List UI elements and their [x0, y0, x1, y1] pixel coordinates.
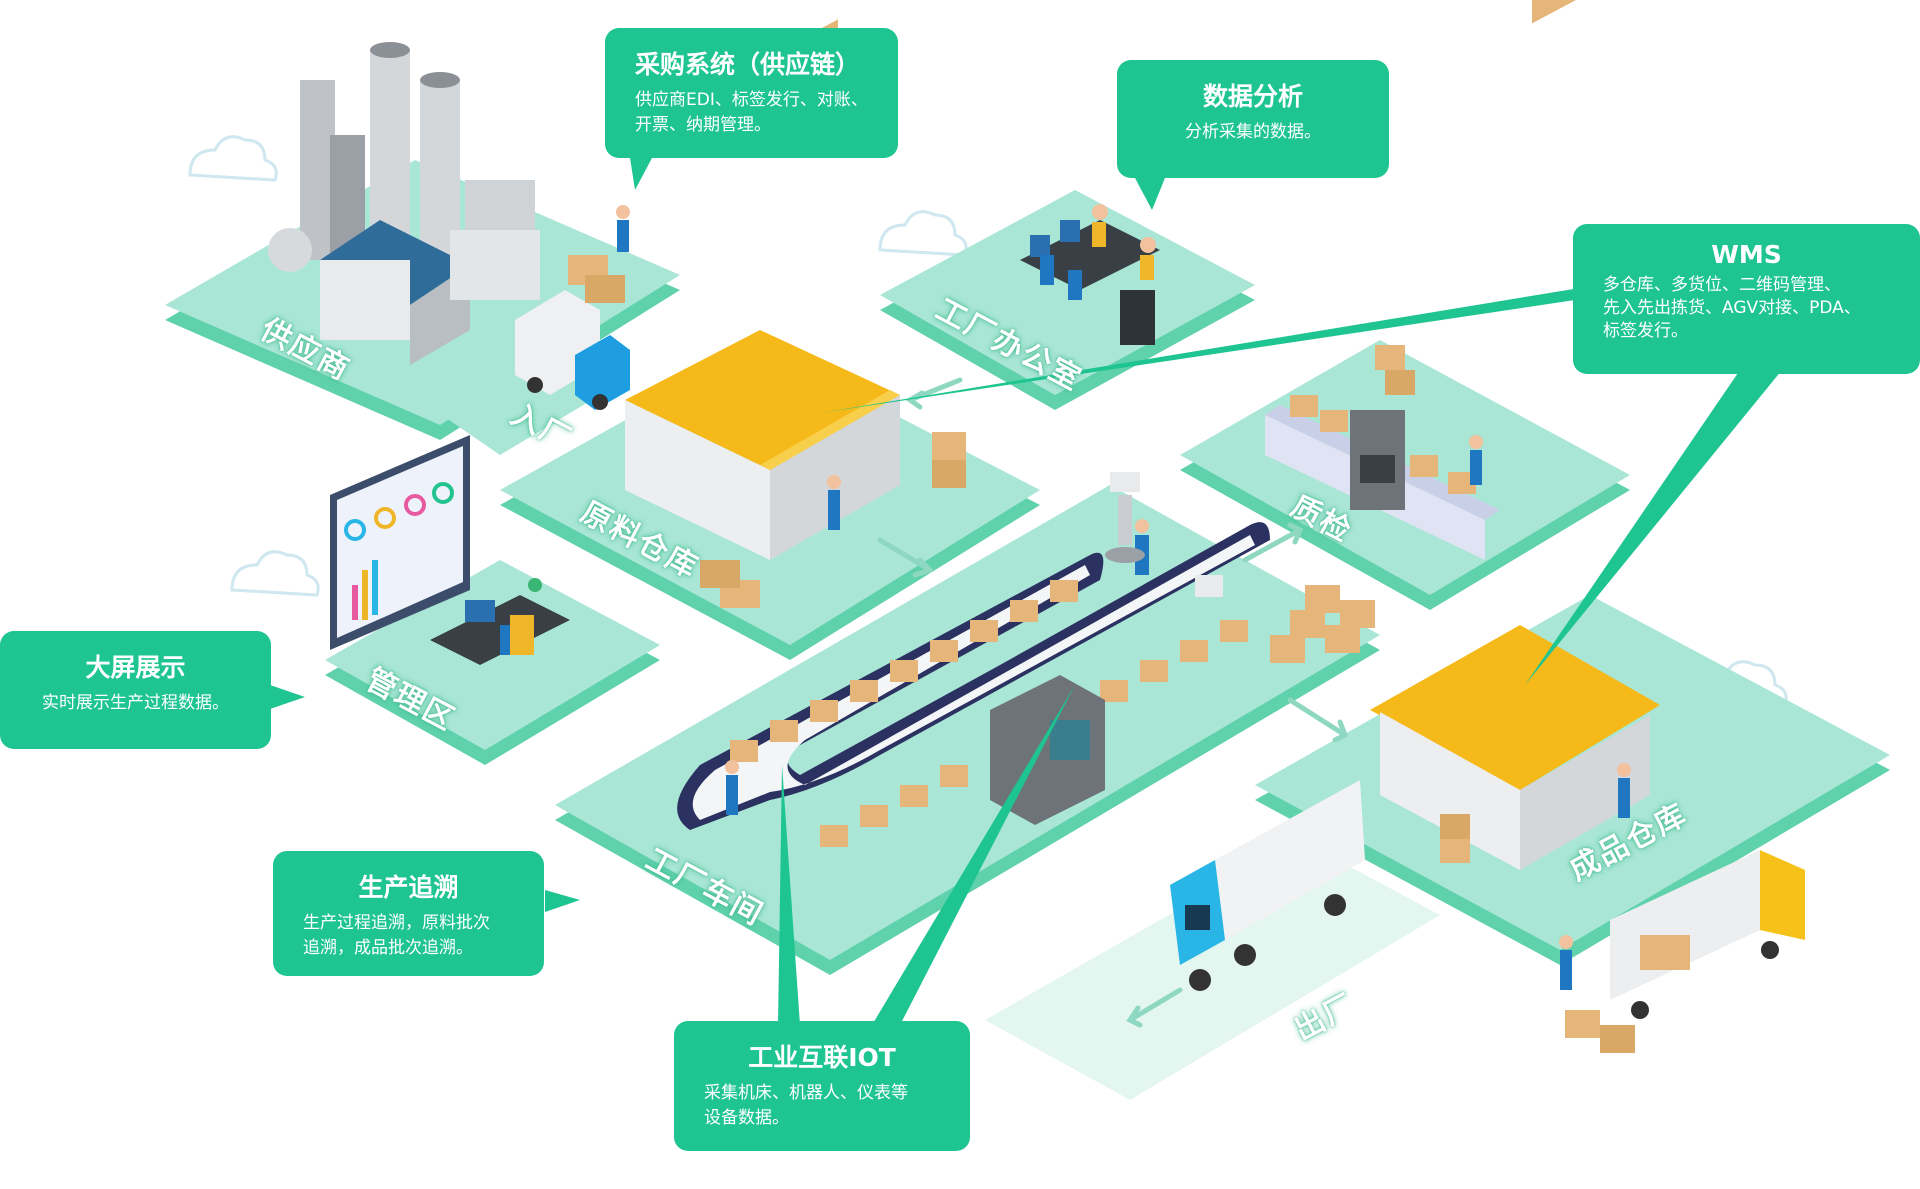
callout-pointers [270, 158, 1782, 1025]
callout-traceability: 生产追溯 生产过程追溯，原料批次 追溯，成品批次追溯。 [273, 851, 544, 976]
callout-wms: WMS 多仓库、多货位、二维码管理、 先入先出拣货、AGV对接、PDA、 标签发… [1573, 224, 1920, 374]
quality-inspection-illustration [1265, 345, 1500, 560]
callout-traceability-title: 生产追溯 [358, 873, 459, 902]
stacked-boxes [1270, 585, 1375, 663]
callout-traceability-desc: 生产过程追溯，原料批次 追溯，成品批次追溯。 [303, 913, 490, 958]
supplier-truck-illustration [515, 290, 630, 410]
callout-procurement-desc: 供应商EDI、标签发行、对账、 开票、纳期管理。 [635, 90, 868, 135]
conveyor-illustration [677, 522, 1270, 830]
conveyor-boxes [730, 580, 1248, 847]
callout-iot: 工业互联IOT 采集机床、机器人、仪表等 设备数据。 [674, 1021, 970, 1151]
callout-bigscreen-desc: 实时展示生产过程数据。 [42, 693, 229, 713]
big-screen-illustration [330, 435, 470, 650]
callout-procurement-title: 采购系统（供应链） [635, 50, 861, 79]
supplier-factory-illustration [268, 42, 540, 365]
callout-procurement: 采购系统（供应链） 供应商EDI、标签发行、对账、 开票、纳期管理。 [605, 28, 898, 158]
office-illustration [1020, 204, 1160, 345]
callout-analytics-desc: 分析采集的数据。 [1185, 122, 1321, 142]
callout-analytics-title: 数据分析 [1202, 82, 1303, 111]
management-desk-illustration [430, 578, 570, 665]
callout-iot-title: 工业互联IOT [748, 1043, 896, 1072]
callout-bigscreen-title: 大屏展示 [85, 653, 186, 682]
delivery-truck-illustration [1559, 850, 1805, 1053]
callout-bigscreen: 大屏展示 实时展示生产过程数据。 [0, 631, 271, 749]
outbound-truck-illustration [1170, 780, 1365, 991]
callout-wms-title: WMS [1711, 240, 1782, 269]
finished-warehouse-illustration [1370, 0, 1660, 870]
callout-analytics: 数据分析 分析采集的数据。 [1117, 60, 1389, 178]
supplier-worker [568, 205, 630, 303]
callout-wms-desc: 多仓库、多货位、二维码管理、 先入先出拣货、AGV对接、PDA、 标签发行。 [1603, 275, 1861, 341]
flow-arrows [877, 377, 1349, 1028]
callout-iot-desc: 采集机床、机器人、仪表等 设备数据。 [704, 1083, 908, 1128]
